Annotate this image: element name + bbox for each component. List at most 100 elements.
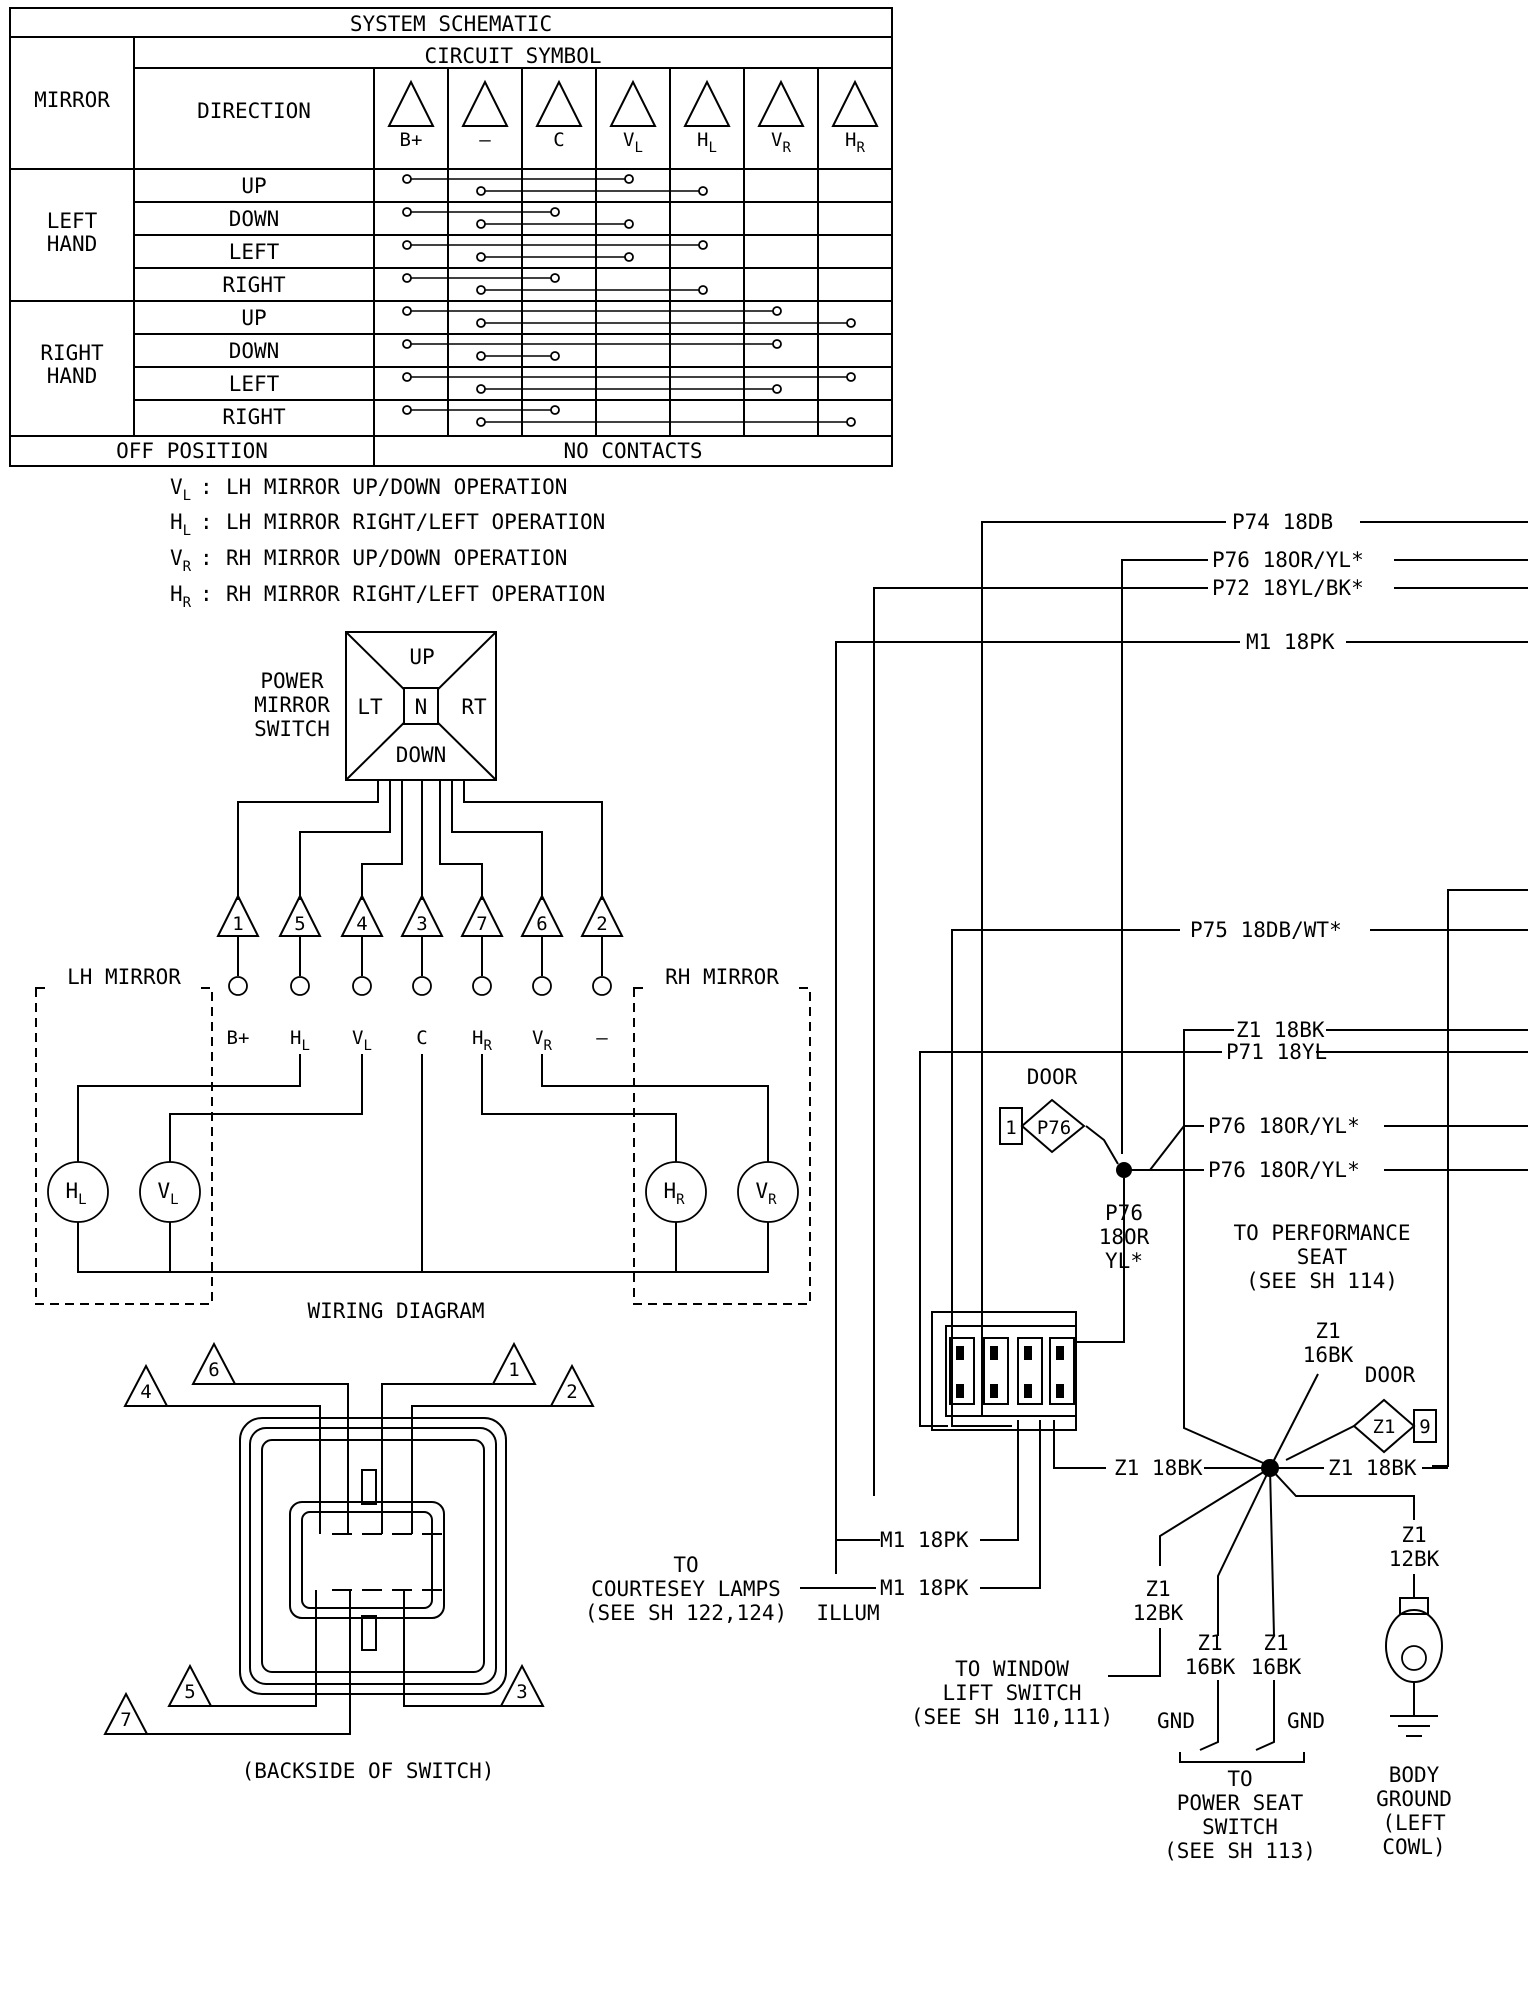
motor-label: HL: [65, 1179, 86, 1208]
wire-line: [1285, 1425, 1355, 1461]
legend-symbol: HR: [170, 582, 192, 611]
body-ground-note: GROUND: [1376, 1787, 1452, 1811]
legend-text: RH MIRROR RIGHT/LEFT OPERATION: [226, 582, 605, 606]
symbol-subscript: R: [857, 140, 866, 156]
symbol-main: B+: [227, 1027, 250, 1049]
door-connector-pin-box: [1413, 1409, 1437, 1443]
left-hand-label: LEFT: [47, 209, 98, 233]
switch-neutral-label: N: [415, 695, 428, 719]
contact-node: [476, 351, 486, 361]
direction-label: DOWN: [229, 207, 280, 231]
contact-node: [402, 339, 412, 349]
table-border: [9, 7, 893, 467]
wire-line: [835, 1539, 880, 1574]
switch-name-label: SWITCH: [254, 717, 330, 741]
contact-node: [624, 219, 634, 229]
backside-pin-number: 6: [208, 1359, 219, 1381]
motor-circle: [47, 1161, 109, 1223]
no-contacts-label: NO CONTACTS: [563, 439, 702, 463]
circuit-symbol-triangle: [387, 79, 435, 127]
wire-line: [1269, 1467, 1275, 1637]
wire-label: Z1 18BK: [1328, 1456, 1417, 1480]
connector-terminal: [990, 1346, 998, 1360]
lh-mirror-box: [35, 987, 213, 1305]
switch-connector-inner: [301, 1511, 433, 1609]
wire-line: [1199, 1680, 1219, 1751]
wire-line: [299, 780, 391, 900]
contact-node: [772, 339, 782, 349]
legend-symbol: HL: [170, 510, 191, 539]
symbol-subscript: R: [484, 1038, 493, 1054]
backside-pin-triangle: [499, 1663, 545, 1707]
contact-node: [550, 207, 560, 217]
legend-colon: :: [200, 546, 213, 570]
backside-pin-triangle: [491, 1341, 537, 1385]
symbol-subscript: R: [544, 1038, 553, 1054]
connector-terminal: [1024, 1346, 1032, 1360]
wire-label: 12BK: [1133, 1601, 1184, 1625]
contact-node: [624, 174, 634, 184]
terminal-label: C: [416, 1027, 427, 1049]
legend-symbol-main: H: [170, 510, 183, 534]
contact-node: [476, 384, 486, 394]
rh-mirror-label: RH MIRROR: [665, 965, 779, 989]
wire-line: [1217, 1467, 1271, 1636]
multipin-connector-inner: [945, 1325, 1077, 1417]
wire-line: [1121, 559, 1208, 1154]
symbol-subscript: R: [768, 1192, 777, 1208]
connector-cavity: [949, 1337, 975, 1405]
rh-mirror-label-bg: [648, 968, 798, 996]
contact-node: [402, 273, 412, 283]
door-connector-id: P76: [1037, 1117, 1071, 1139]
wire-line: [237, 780, 379, 900]
contact-node: [402, 207, 412, 217]
contact-node: [402, 405, 412, 415]
wire-label: 16BK: [1185, 1655, 1236, 1679]
wire-label: P76 18OR/YL*: [1212, 548, 1364, 572]
direction-label: LEFT: [229, 372, 280, 396]
connector-terminal: [956, 1346, 964, 1360]
backside-pin-number: 5: [184, 1681, 195, 1703]
backside-pin-triangle: [123, 1363, 169, 1407]
wire-line: [1269, 1467, 1415, 1520]
door-connector-pin: 9: [1419, 1416, 1430, 1438]
lh-mirror-label-bg: [48, 968, 198, 996]
connector-cavity: [983, 1337, 1009, 1405]
backside-pin-triangle: [549, 1363, 595, 1407]
contact-node: [550, 273, 560, 283]
contact-node: [772, 384, 782, 394]
switch-lt-label: LT: [357, 695, 383, 719]
backside-pin-triangle: [167, 1663, 213, 1707]
wire-label: Z1: [1145, 1577, 1170, 1601]
door-connector-diamond: [1020, 1098, 1086, 1154]
rh-mirror-box: [633, 987, 811, 1305]
switch-rt-label: RT: [461, 695, 487, 719]
wiring-diagram-title: WIRING DIAGRAM: [307, 1299, 484, 1323]
direction-label: LEFT: [229, 240, 280, 264]
circuit-symbol-label: —: [479, 129, 491, 151]
symbol-main: H: [472, 1027, 483, 1049]
symbol-main: C: [553, 129, 564, 151]
connector-terminal: [990, 1384, 998, 1398]
gnd-label: GND: [1157, 1709, 1195, 1733]
connector-terminal: [1024, 1384, 1032, 1398]
direction-header: DIRECTION: [197, 99, 311, 123]
symbol-subscript: L: [364, 1038, 372, 1054]
motor-label: VL: [157, 1179, 178, 1208]
legend-symbol-subscript: L: [183, 523, 191, 539]
wire-label: M1 18PK: [880, 1576, 969, 1600]
symbol-main: —: [479, 129, 491, 151]
wire-line: [981, 521, 1226, 1416]
p76-vertical-label: YL*: [1105, 1249, 1143, 1273]
contact-node: [476, 285, 486, 295]
contact-node: [476, 318, 486, 328]
wire-line: [1076, 1178, 1125, 1343]
symbol-main: V: [157, 1179, 170, 1203]
wire-line: [439, 780, 483, 900]
wire-label: P71 18YL: [1226, 1040, 1327, 1064]
wire-line: [1053, 1420, 1106, 1469]
